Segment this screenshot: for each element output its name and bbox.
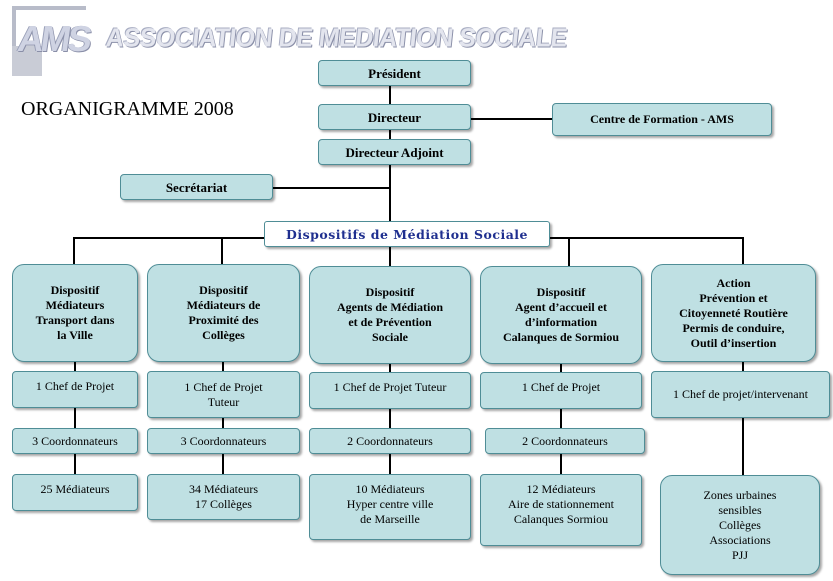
connector-line bbox=[568, 237, 570, 267]
chef-projet-box: 1 Chef de Projet bbox=[480, 372, 642, 409]
connector-line bbox=[272, 187, 390, 189]
chef-projet-box: 1 Chef de Projet Tuteur bbox=[147, 371, 300, 418]
dispositif-calanques-box: Dispositif Agent d’accueil et d’informat… bbox=[480, 266, 642, 364]
coordonnateurs-box: 3 Coordonnateurs bbox=[147, 428, 300, 454]
directeur-adjoint-box: Directeur Adjoint bbox=[318, 139, 471, 165]
mediateurs-box: 34 Médiateurs 17 Collèges bbox=[147, 474, 300, 520]
dispositif-prevention-sociale-box: Dispositif Agents de Médiation et de Pré… bbox=[309, 266, 471, 364]
coordonnateurs-box: 2 Coordonnateurs bbox=[309, 428, 471, 454]
dispositif-transport-box: Dispositif Médiateurs Transport dans la … bbox=[12, 264, 138, 362]
connector-line bbox=[389, 364, 391, 476]
directeur-box: Directeur bbox=[318, 104, 471, 130]
zones-urbaines-box: Zones urbaines sensibles Collèges Associ… bbox=[660, 475, 820, 575]
page-title: ORGANIGRAMME 2008 bbox=[21, 98, 234, 120]
connector-line bbox=[389, 164, 391, 221]
president-box: Président bbox=[318, 60, 471, 86]
action-prevention-routiere-box: Action Prévention et Citoyenneté Routièr… bbox=[651, 264, 816, 362]
chef-projet-box: 1 Chef de Projet bbox=[12, 371, 138, 408]
association-name: ASSOCIATION DE MEDIATION SOCIALE bbox=[104, 23, 569, 53]
coordonnateurs-box: 2 Coordonnateurs bbox=[485, 428, 645, 454]
connector-line bbox=[389, 84, 391, 105]
dispositifs-heading: Dispositifs de Médiation Sociale bbox=[264, 221, 550, 247]
connector-line bbox=[221, 237, 223, 265]
connector-line bbox=[389, 247, 391, 267]
coordonnateurs-box: 3 Coordonnateurs bbox=[12, 428, 138, 454]
connector-line bbox=[73, 237, 75, 265]
dispositif-colleges-box: Dispositif Médiateurs de Proximité des C… bbox=[147, 264, 300, 362]
mediateurs-box: 25 Médiateurs bbox=[12, 474, 138, 511]
connector-line bbox=[470, 118, 553, 120]
mediateurs-box: 10 Médiateurs Hyper centre ville de Mars… bbox=[309, 474, 471, 540]
connector-line bbox=[74, 362, 76, 476]
connector-line bbox=[742, 362, 744, 476]
connector-line bbox=[742, 237, 744, 266]
connector-line bbox=[389, 129, 391, 140]
secretariat-box: Secrétariat bbox=[120, 174, 273, 200]
mediateurs-box: 12 Médiateurs Aire de stationnement Cala… bbox=[480, 474, 642, 546]
ams-logo: AMS bbox=[12, 6, 92, 76]
chef-projet-intervenant-box: 1 Chef de projet/intervenant bbox=[651, 371, 830, 418]
connector-line bbox=[222, 362, 224, 476]
chef-projet-box: 1 Chef de Projet Tuteur bbox=[309, 372, 471, 409]
logo-text: AMS bbox=[15, 18, 92, 59]
centre-formation-box: Centre de Formation - AMS bbox=[552, 103, 772, 136]
connector-line bbox=[560, 364, 562, 476]
